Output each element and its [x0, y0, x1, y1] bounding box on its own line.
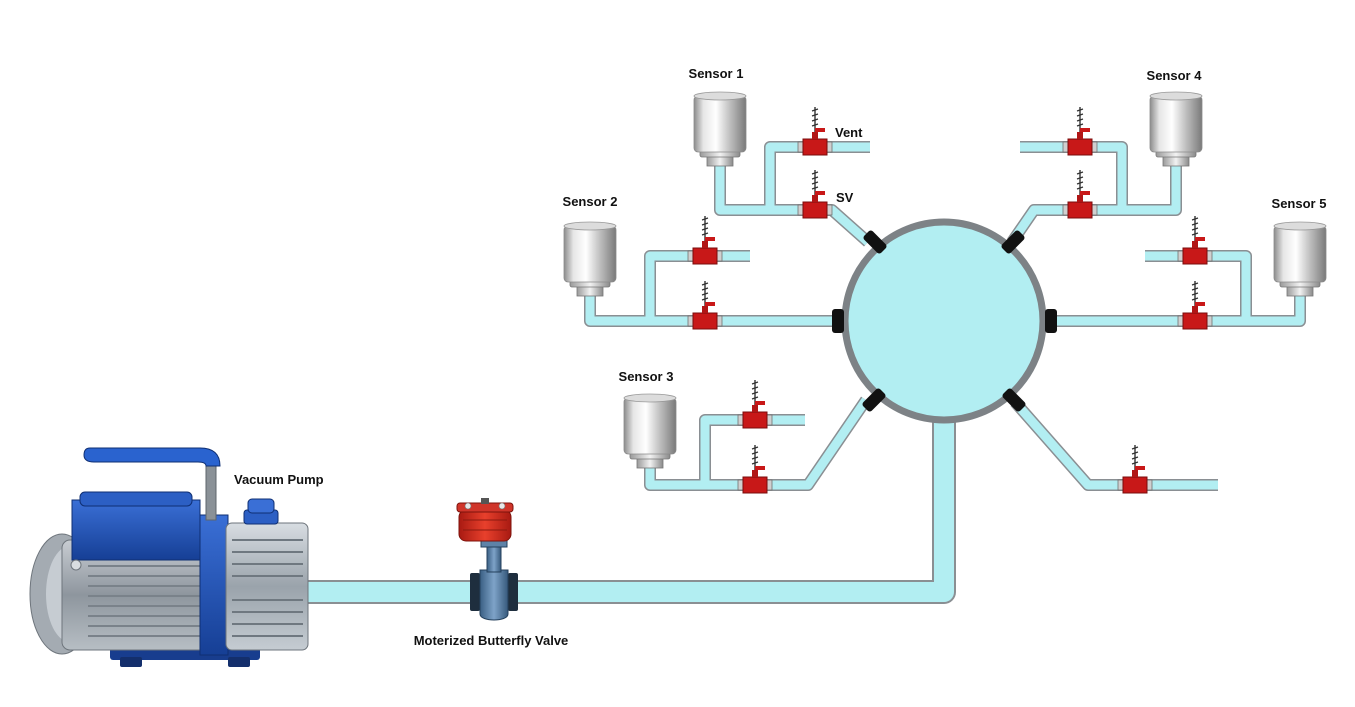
sensor-2[interactable]	[563, 221, 617, 297]
sensor-3-label: Sensor 3	[619, 369, 674, 384]
valve-sensor5-upper[interactable]	[1177, 215, 1213, 265]
valve-sensor4-lower[interactable]	[1062, 169, 1098, 219]
sensor-1[interactable]	[693, 91, 747, 167]
sensor-1-label: Sensor 1	[689, 66, 744, 81]
valve-sensor3-upper[interactable]	[737, 379, 773, 429]
valve-sensor3-lower[interactable]	[737, 444, 773, 494]
valve-sensor4-upper[interactable]	[1062, 106, 1098, 156]
sensor-4-label: Sensor 4	[1147, 68, 1203, 83]
valve-bottom-right[interactable]	[1117, 444, 1153, 494]
vacuum-pump[interactable]	[29, 447, 309, 667]
sensor-5[interactable]	[1273, 221, 1327, 297]
motorized-butterfly-valve[interactable]	[456, 498, 518, 621]
sensor-2-label: Sensor 2	[563, 194, 618, 209]
vent-valve[interactable]	[797, 106, 833, 156]
sensor-5-label: Sensor 5	[1272, 196, 1327, 211]
vacuum-pump-label: Vacuum Pump	[234, 472, 324, 487]
vacuum-chamber	[841, 218, 1047, 424]
butterfly-valve-label: Moterized Butterfly Valve	[414, 633, 569, 648]
valve-sensor5-lower[interactable]	[1177, 280, 1213, 330]
sv-valve[interactable]	[797, 169, 833, 219]
valve-sensor2-lower[interactable]	[687, 280, 723, 330]
valve-sensor2-upper[interactable]	[687, 215, 723, 265]
sensor-4[interactable]	[1149, 91, 1203, 167]
vent-label: Vent	[835, 125, 863, 140]
sensor-3[interactable]	[623, 393, 677, 469]
sv-label: SV	[836, 190, 854, 205]
